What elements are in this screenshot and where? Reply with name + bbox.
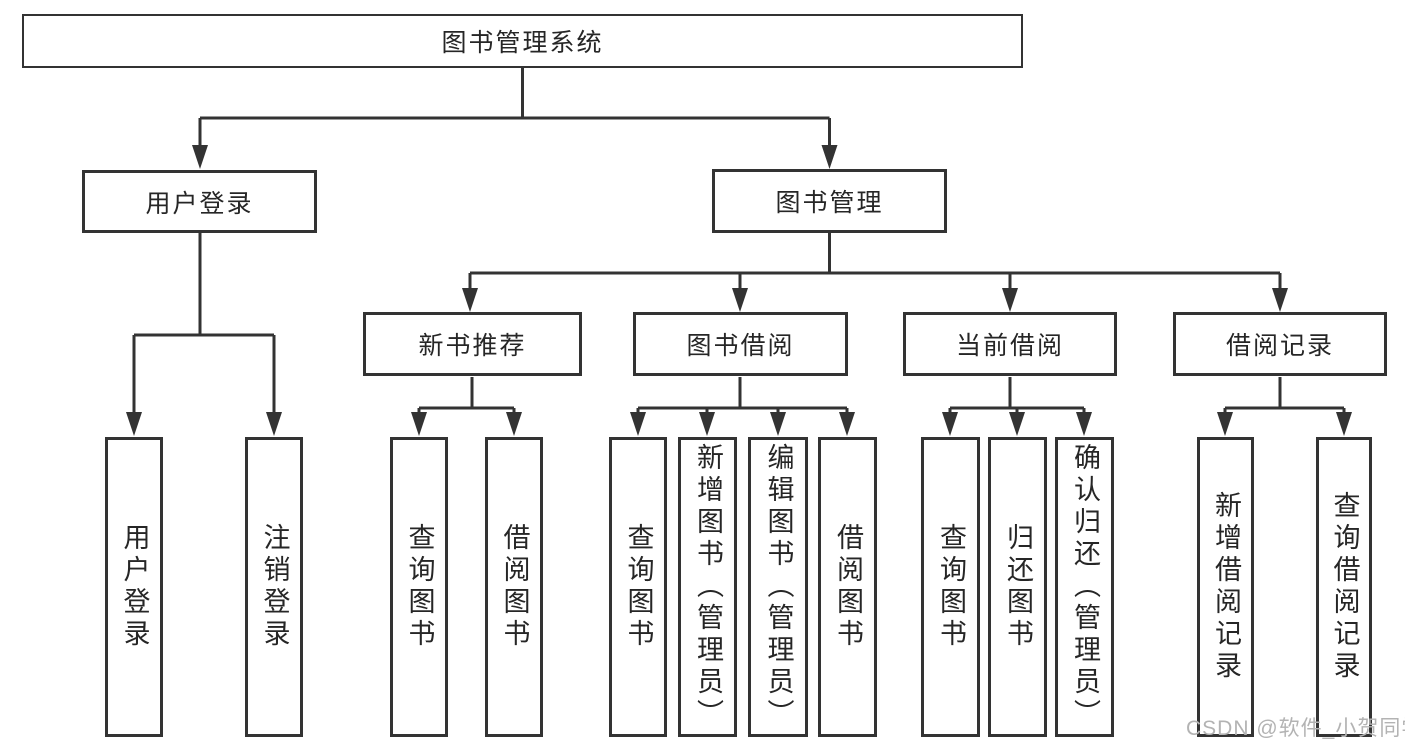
leaf-edit-books-admin: 编辑图书（管理员）: [748, 437, 808, 737]
node-label: 当前借阅: [955, 332, 1064, 360]
node-label: 用户登录: [119, 523, 150, 651]
node-label: 借阅图书: [499, 523, 530, 651]
node-user-login: 用户登录: [82, 170, 317, 233]
node-label: 查询借阅记录: [1329, 491, 1360, 683]
node-current-borrowing: 当前借阅: [903, 312, 1117, 376]
leaf-add-borrow-record: 新增借阅记录: [1197, 437, 1254, 737]
node-label: 查询图书: [936, 523, 966, 651]
node-label: 图书管理系统: [441, 29, 604, 57]
node-borrowing-records: 借阅记录: [1173, 312, 1387, 376]
node-label: 图书管理: [775, 189, 884, 217]
node-label: 注销登录: [259, 523, 290, 651]
leaf-query-books-recommend: 查询图书: [390, 437, 448, 737]
node-label: 借阅图书: [833, 523, 863, 651]
node-label: 新增图书（管理员）: [693, 443, 723, 731]
leaf-user-login: 用户登录: [105, 437, 163, 737]
csdn-watermark: CSDN @软件_小贺同学: [1186, 717, 1405, 740]
node-label: 确认归还（管理员）: [1070, 443, 1100, 731]
node-book-borrowing: 图书借阅: [633, 312, 848, 376]
node-label: 查询图书: [623, 523, 654, 651]
leaf-borrow-books: 借阅图书: [818, 437, 877, 737]
node-label: 编辑图书（管理员）: [763, 443, 794, 731]
node-label: 查询图书: [404, 523, 435, 651]
leaf-query-books-current: 查询图书: [921, 437, 980, 737]
arrowheads: [126, 145, 1352, 436]
node-label: 归还图书: [1003, 523, 1033, 651]
leaf-confirm-return-admin: 确认归还（管理员）: [1055, 437, 1114, 737]
leaf-add-books-admin: 新增图书（管理员）: [678, 437, 737, 737]
leaf-logout: 注销登录: [245, 437, 303, 737]
leaf-query-books-borrow: 查询图书: [609, 437, 667, 737]
connector-paths: [132, 68, 1346, 414]
node-new-book-recommendation: 新书推荐: [363, 312, 582, 376]
node-label: 新增借阅记录: [1211, 491, 1241, 683]
node-label: 图书借阅: [686, 332, 795, 360]
node-label: 新书推荐: [418, 332, 527, 360]
node-library-management-system: 图书管理系统: [22, 14, 1023, 68]
leaf-return-books: 归还图书: [988, 437, 1047, 737]
node-label: 用户登录: [145, 189, 254, 218]
leaf-query-borrow-record: 查询借阅记录: [1316, 437, 1372, 737]
leaf-borrow-books-recommend: 借阅图书: [485, 437, 543, 737]
node-label: 借阅记录: [1225, 332, 1334, 360]
node-book-management: 图书管理: [712, 169, 947, 233]
